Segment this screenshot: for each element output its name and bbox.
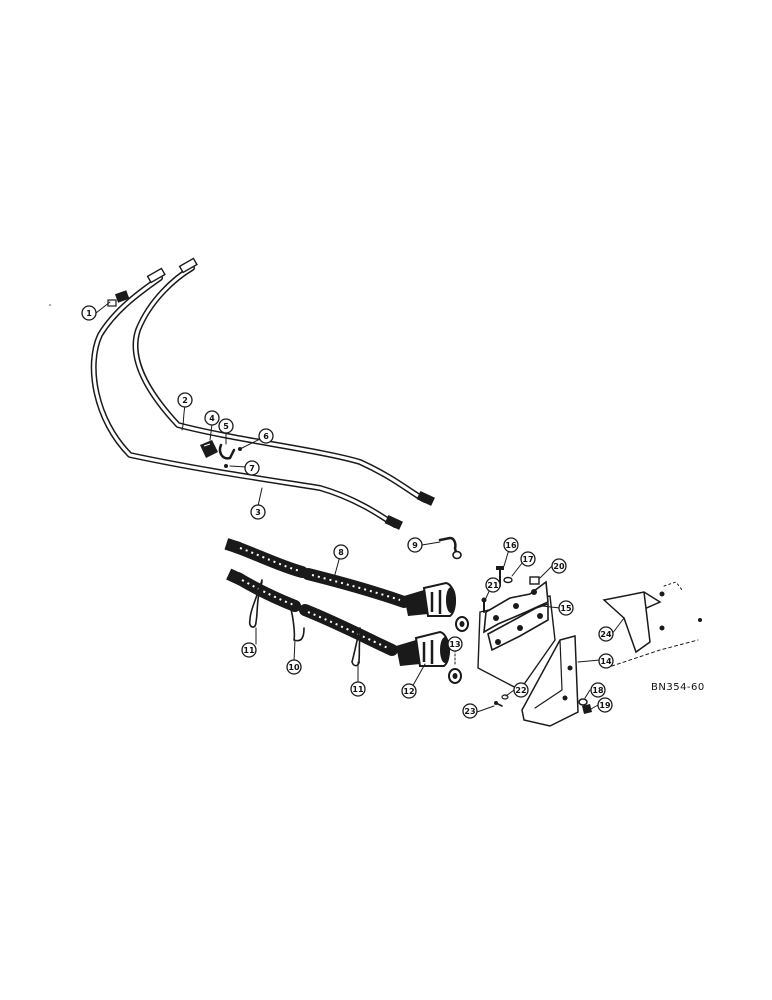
svg-text:11: 11 [243,646,255,655]
callout-2: 2 [177,392,193,408]
svg-text:15: 15 [560,604,572,613]
clamp-nut-upper [529,576,540,585]
callout-4: 4 [204,410,220,426]
callout-14: 14 [598,653,614,669]
callout-1: 1 [81,305,97,321]
leader-lines [95,301,625,713]
svg-text:24: 24 [600,630,612,639]
callout-10: 10 [286,659,302,675]
callout-11-right: 11 [350,681,366,697]
hydraulic-hose-upper [224,538,410,608]
svg-text:8: 8 [338,548,344,557]
svg-text:17: 17 [522,555,533,564]
steel-tube-lower [90,275,398,528]
callout-11-left: 11 [241,642,257,658]
callout-18: 18 [590,682,606,698]
callout-7: 7 [244,460,260,476]
tube-clamp-block [200,440,218,458]
quick-coupler-upper [404,581,456,617]
hose-clip-right [351,627,363,667]
callout-8: 8 [333,544,349,560]
drawing-code-label: BN354-60 [651,682,705,693]
callout-16: 16 [503,537,519,553]
bracket-lockwasher [578,698,588,706]
callout-12: 12 [401,683,417,699]
callout-9: 9 [407,537,423,553]
dust-cap-lower [448,668,462,684]
callout-21: 21 [485,577,501,593]
elbow-fitting [107,290,130,307]
clamp-lockwasher [503,576,513,584]
callout-3: 3 [250,504,266,520]
svg-text:18: 18 [592,686,604,695]
tractor-mounting-plate [602,581,702,669]
svg-text:1: 1 [86,309,92,318]
svg-text:5: 5 [223,422,229,431]
callout-13: 13 [447,636,463,652]
callout-23: 23 [462,703,478,719]
svg-text:3: 3 [255,508,261,517]
bracket-small-bolt [494,701,503,707]
adapter-tube [438,536,462,560]
svg-text:11: 11 [352,685,364,694]
callout-24: 24 [598,626,614,642]
svg-text:19: 19 [599,701,611,710]
svg-text:4: 4 [209,414,215,423]
svg-text:21: 21 [487,581,499,590]
callout-19: 19 [597,697,613,713]
svg-text:20: 20 [553,562,565,571]
callout-6: 6 [258,428,274,444]
hose-clip-left [248,579,263,628]
callout-17: 17 [520,551,536,567]
svg-text:16: 16 [505,541,517,550]
svg-text:7: 7 [249,464,255,473]
hose-support-bracket [477,580,556,691]
svg-text:10: 10 [288,663,300,672]
svg-text:2: 2 [182,396,188,405]
callout-15: 15 [558,600,574,616]
hose-clip-center [289,604,305,642]
clamp-nut [238,447,242,451]
svg-text:12: 12 [403,687,414,696]
svg-text:6: 6 [263,432,269,441]
bracket-bolt [481,597,487,613]
svg-text:14: 14 [600,657,612,666]
tube-clamp-strap [218,443,236,460]
callout-22: 22 [513,682,529,698]
svg-text:22: 22 [515,686,526,695]
callout-5: 5 [218,418,234,434]
bracket-nut [582,704,592,714]
dust-cap-upper [455,616,469,632]
scan-speck [49,304,51,306]
hydraulic-hose-lower [226,568,398,656]
callout-20: 20 [551,558,567,574]
tube-end-fitting-lower [146,267,403,530]
svg-text:13: 13 [449,640,460,649]
mounting-angle-bracket [521,635,579,727]
svg-text:23: 23 [464,707,475,716]
steel-tube-upper [132,265,428,503]
svg-text:9: 9 [412,541,418,550]
tube-end-fitting-upper [178,257,435,506]
quick-coupler-lower [396,630,450,667]
clamp-washer [224,464,228,468]
